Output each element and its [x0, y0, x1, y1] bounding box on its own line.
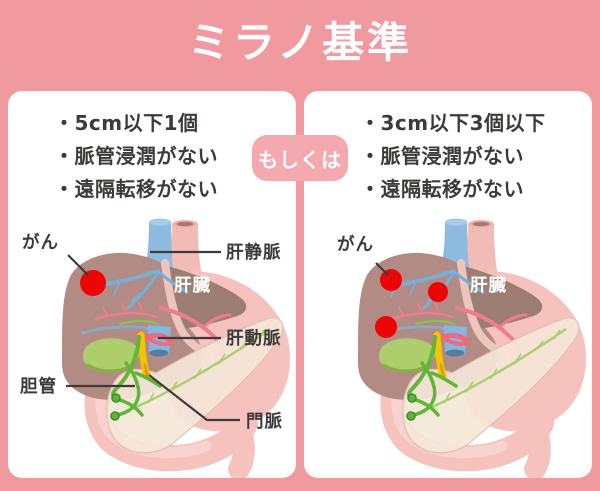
anatomy-illustration-left: がん 肝静脈 肝臓 肝動脈 胆管 門脈: [20, 215, 296, 478]
label-bile-duct: 胆管: [20, 376, 57, 397]
label-portal-vein: 門脈: [246, 411, 283, 432]
leader-line-cancer: [375, 262, 389, 276]
label-cancer: がん: [22, 232, 59, 253]
label-hepatic-artery: 肝動脈: [226, 328, 282, 349]
label-liver: 肝臓: [470, 276, 507, 296]
page-title: ミラノ基準: [187, 18, 413, 67]
tumor-marker: [380, 269, 402, 291]
criterion-size: ・5cm以下1個: [54, 111, 199, 135]
panel-single-tumor: ・5cm以下1個 ・脈管浸潤がない ・遠隔転移がない がん 肝静脈 肝臓 肝動脈: [8, 91, 296, 478]
criteria-panels: ・5cm以下1個 ・脈管浸潤がない ・遠隔転移がない がん 肝静脈 肝臓 肝動脈: [0, 91, 600, 478]
label-cancer: がん: [337, 234, 374, 255]
tumor-marker: [80, 270, 106, 296]
criterion-distant-metastasis: ・遠隔転移がない: [54, 177, 218, 201]
leader-line-portal-vein: [148, 374, 240, 422]
label-hepatic-vein: 肝静脈: [226, 242, 282, 263]
criteria-list-left: ・5cm以下1個 ・脈管浸潤がない ・遠隔転移がない: [8, 91, 296, 206]
panel-multiple-tumors: ・3cm以下3個以下 ・脈管浸潤がない ・遠隔転移がない がん 肝臓: [304, 91, 592, 478]
or-badge: もしくは: [252, 135, 348, 181]
anatomy-illustration-right: がん 肝臓: [337, 215, 592, 478]
criterion-distant-metastasis: ・遠隔転移がない: [360, 177, 524, 201]
tumor-marker: [375, 316, 397, 338]
tumor-marker: [428, 282, 448, 302]
criteria-list-right: ・3cm以下3個以下 ・脈管浸潤がない ・遠隔転移がない: [304, 91, 592, 206]
criterion-size: ・3cm以下3個以下: [360, 111, 546, 135]
criterion-vascular-invasion: ・脈管浸潤がない: [54, 144, 218, 168]
criterion-vascular-invasion: ・脈管浸潤がない: [360, 144, 524, 168]
leader-line-cancer: [67, 254, 89, 276]
label-liver: 肝臓: [174, 276, 211, 296]
